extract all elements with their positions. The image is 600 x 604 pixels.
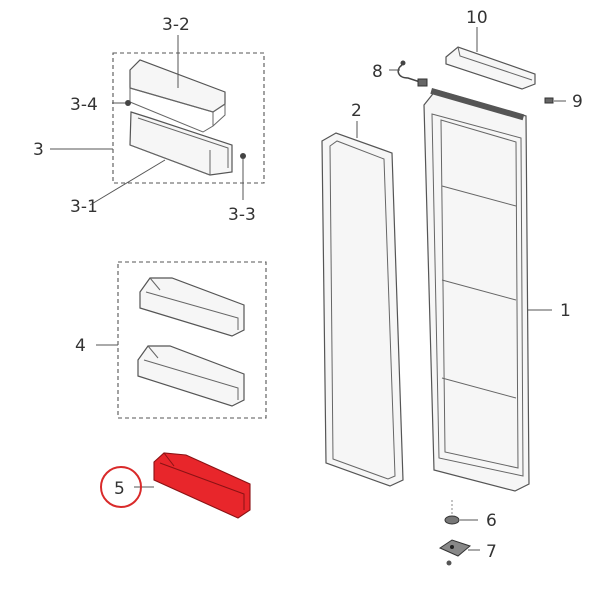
hinge-bracket-7 — [438, 539, 472, 566]
label-3-1: 3-1 — [70, 197, 98, 217]
group-4-dashed-box — [117, 261, 267, 419]
screw-3-4 — [125, 100, 131, 106]
label-9: 9 — [572, 92, 583, 112]
label-3-2: 3-2 — [162, 15, 190, 35]
screw-9 — [544, 97, 554, 104]
hinge-bushing-6 — [444, 500, 460, 525]
label-10: 10 — [466, 8, 488, 28]
label-4: 4 — [75, 336, 86, 356]
door-gasket-2 — [321, 132, 404, 487]
bin-3-1 — [129, 111, 233, 176]
highlight-circle — [100, 466, 142, 508]
label-7: 7 — [486, 542, 497, 562]
group-3-dashed-box — [112, 52, 265, 184]
wire-harness-8 — [397, 60, 428, 87]
label-8: 8 — [372, 62, 383, 82]
label-3: 3 — [33, 140, 44, 160]
door-cap-10 — [445, 46, 536, 90]
door-shelf-4-lower — [137, 345, 245, 407]
door-shelf-4-upper — [139, 277, 245, 337]
screw-3-3 — [240, 153, 246, 159]
label-6: 6 — [486, 511, 497, 531]
leader-3-1 — [89, 159, 166, 206]
label-3-4: 3-4 — [70, 95, 98, 115]
refrigerator-door-1 — [423, 87, 530, 492]
label-5: 5 — [114, 479, 125, 499]
label-2: 2 — [351, 101, 362, 121]
label-1: 1 — [560, 301, 571, 321]
label-3-3: 3-3 — [228, 205, 256, 225]
door-shelf-5-highlighted — [153, 452, 251, 519]
